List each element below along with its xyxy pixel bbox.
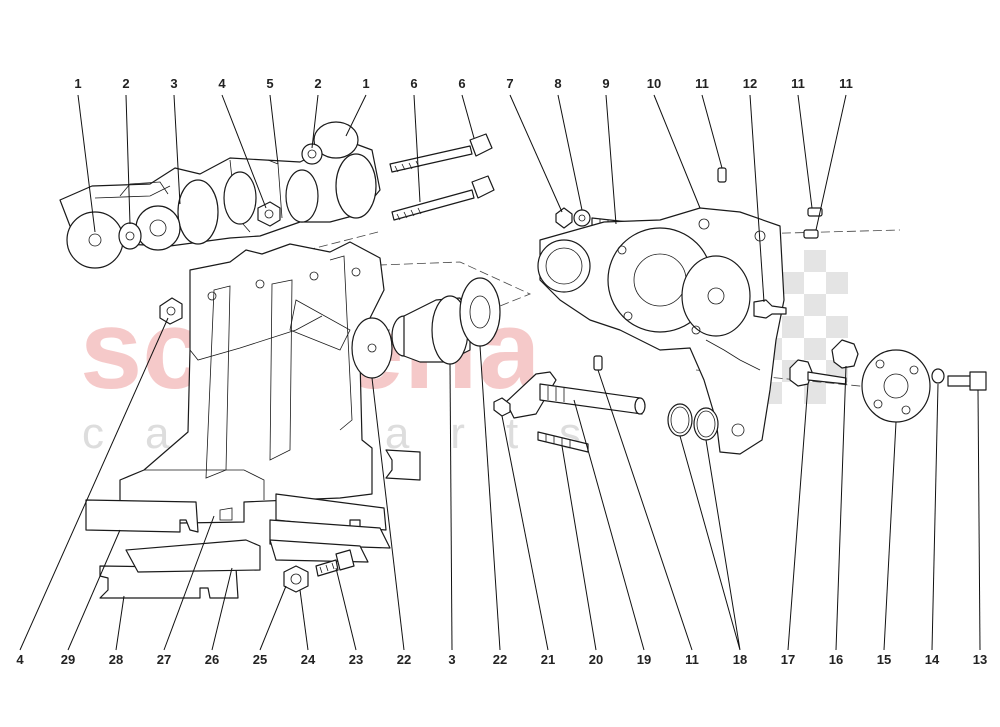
rubber-bush-assembly bbox=[351, 277, 501, 379]
upper-mount-assembly bbox=[59, 121, 381, 269]
callout-20: 20 bbox=[589, 652, 603, 667]
shaft-assembly bbox=[493, 371, 646, 453]
o-rings-18 bbox=[667, 403, 719, 441]
callout-28: 28 bbox=[109, 652, 123, 667]
cover-plate-assembly bbox=[861, 349, 987, 423]
washer-small-2 bbox=[118, 222, 142, 250]
callout-26: 26 bbox=[205, 652, 219, 667]
sensor-12 bbox=[753, 299, 787, 319]
callout-13: 13 bbox=[973, 652, 987, 667]
callout-2: 2 bbox=[122, 76, 129, 91]
leader-lines bbox=[19, 94, 981, 651]
callout-11b: 11 bbox=[791, 76, 805, 91]
nut-4b bbox=[159, 297, 183, 325]
callout-4: 4 bbox=[218, 76, 226, 91]
callout-29: 29 bbox=[61, 652, 75, 667]
callout-1: 1 bbox=[74, 76, 81, 91]
washer-large-1b bbox=[313, 121, 359, 159]
callout-3: 3 bbox=[170, 76, 177, 91]
callout-11a: 11 bbox=[695, 76, 709, 91]
callout-18: 18 bbox=[733, 652, 747, 667]
callout-1b: 1 bbox=[362, 76, 369, 91]
fasteners-23-25 bbox=[283, 549, 355, 593]
callout-4b: 4 bbox=[16, 652, 24, 667]
bolts-6 bbox=[389, 133, 495, 221]
callout-12: 12 bbox=[743, 76, 757, 91]
callout-3b: 3 bbox=[448, 652, 455, 667]
washer-large-1 bbox=[66, 211, 124, 269]
gears bbox=[789, 339, 859, 387]
callout-2b: 2 bbox=[314, 76, 321, 91]
callout-10: 10 bbox=[647, 76, 661, 91]
callout-22a: 22 bbox=[397, 652, 411, 667]
callout-25: 25 bbox=[253, 652, 267, 667]
support-bracket bbox=[119, 241, 385, 525]
callout-11c: 11 bbox=[839, 76, 853, 91]
callout-6b: 6 bbox=[458, 76, 465, 91]
callout-11d: 11 bbox=[685, 652, 699, 667]
callout-8: 8 bbox=[554, 76, 561, 91]
callout-17: 17 bbox=[781, 652, 795, 667]
callout-15: 15 bbox=[877, 652, 891, 667]
callout-24: 24 bbox=[301, 652, 316, 667]
callout-22b: 22 bbox=[493, 652, 507, 667]
callout-27: 27 bbox=[157, 652, 171, 667]
callout-19: 19 bbox=[637, 652, 651, 667]
pins-11 bbox=[593, 167, 823, 371]
callout-16: 16 bbox=[829, 652, 843, 667]
callout-5: 5 bbox=[266, 76, 273, 91]
callout-labels: 1 2 3 4 5 2 1 6 6 7 8 9 10 11 12 11 11 4… bbox=[16, 76, 987, 667]
callout-21: 21 bbox=[541, 652, 555, 667]
pump-housing bbox=[537, 207, 785, 455]
callout-7: 7 bbox=[506, 76, 513, 91]
callout-14: 14 bbox=[925, 652, 940, 667]
callout-9: 9 bbox=[602, 76, 609, 91]
callout-23: 23 bbox=[349, 652, 363, 667]
callout-6a: 6 bbox=[410, 76, 417, 91]
nut-4 bbox=[257, 201, 281, 227]
